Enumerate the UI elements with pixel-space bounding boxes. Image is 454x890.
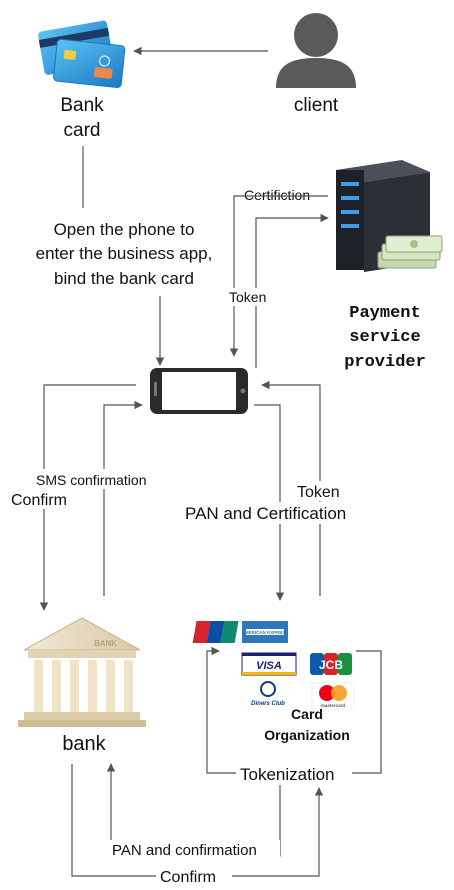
certification-label: Certifiction [244, 187, 310, 203]
client-person-icon [276, 13, 356, 88]
payment-provider-line2: service [349, 328, 420, 347]
phone-to-bank-arrow [39, 384, 136, 611]
open-phone-line3: bind the bank card [54, 269, 194, 288]
svg-text:JCB: JCB [319, 658, 343, 672]
svg-text:VISA: VISA [256, 660, 282, 672]
token-right-label: Token [297, 484, 340, 501]
bank-card-icon [38, 20, 126, 88]
american-express-logo: AMERICAN EXPRESS [242, 621, 289, 643]
bank-to-phone-arrow [103, 400, 143, 596]
open-phone-line2: enter the business app, [36, 244, 213, 263]
bank-building-text: BANK [94, 639, 117, 648]
certification-arrow [255, 213, 329, 368]
bank-building-icon: BANK [18, 617, 146, 727]
money-icon [377, 235, 443, 269]
svg-text:AMERICAN EXPRESS: AMERICAN EXPRESS [242, 630, 289, 635]
payment-provider-line3: provider [344, 353, 426, 372]
bank-card-label-line2: card [64, 120, 101, 141]
confirm-left-label: Confirm [11, 492, 67, 509]
open-phone-line1: Open the phone to [54, 220, 195, 239]
bank-card-label-line1: Bank [60, 95, 104, 116]
confirm-bottom-label: Confirm [160, 869, 216, 886]
card-org-line1: Card [291, 706, 323, 722]
card-logos: AMERICAN EXPRESS UnionPay VISA JCB Diner… [192, 621, 355, 710]
jcb-logo: JCB [310, 653, 352, 675]
phone-to-cardorg-arrow [254, 404, 285, 601]
token-top-label: Token [229, 289, 266, 305]
sms-confirmation-label: SMS confirmation [36, 472, 146, 488]
card-org-line2: Organization [264, 727, 350, 743]
mastercard-logo: mastercard [311, 682, 355, 710]
token-top-arrow [229, 195, 328, 357]
svg-text:UnionPay: UnionPay [315, 630, 347, 637]
cardorg-to-phone-arrow [261, 380, 321, 596]
payment-provider-line1: Payment [349, 304, 420, 323]
unionpay-logo: UnionPay [192, 621, 347, 643]
client-label: client [294, 95, 339, 116]
pan-confirmation-label: PAN and confirmation [112, 842, 257, 859]
tokenization-label: Tokenization [240, 765, 335, 784]
visa-logo: VISA [241, 652, 297, 676]
svg-text:mastercard: mastercard [321, 703, 346, 708]
pan-certification-label: PAN and Certification [185, 504, 346, 523]
svg-text:Diners Club: Diners Club [251, 701, 285, 707]
bank-label: bank [62, 733, 106, 755]
phone-icon [150, 368, 248, 414]
diners-club-logo: Diners Club [251, 681, 285, 707]
